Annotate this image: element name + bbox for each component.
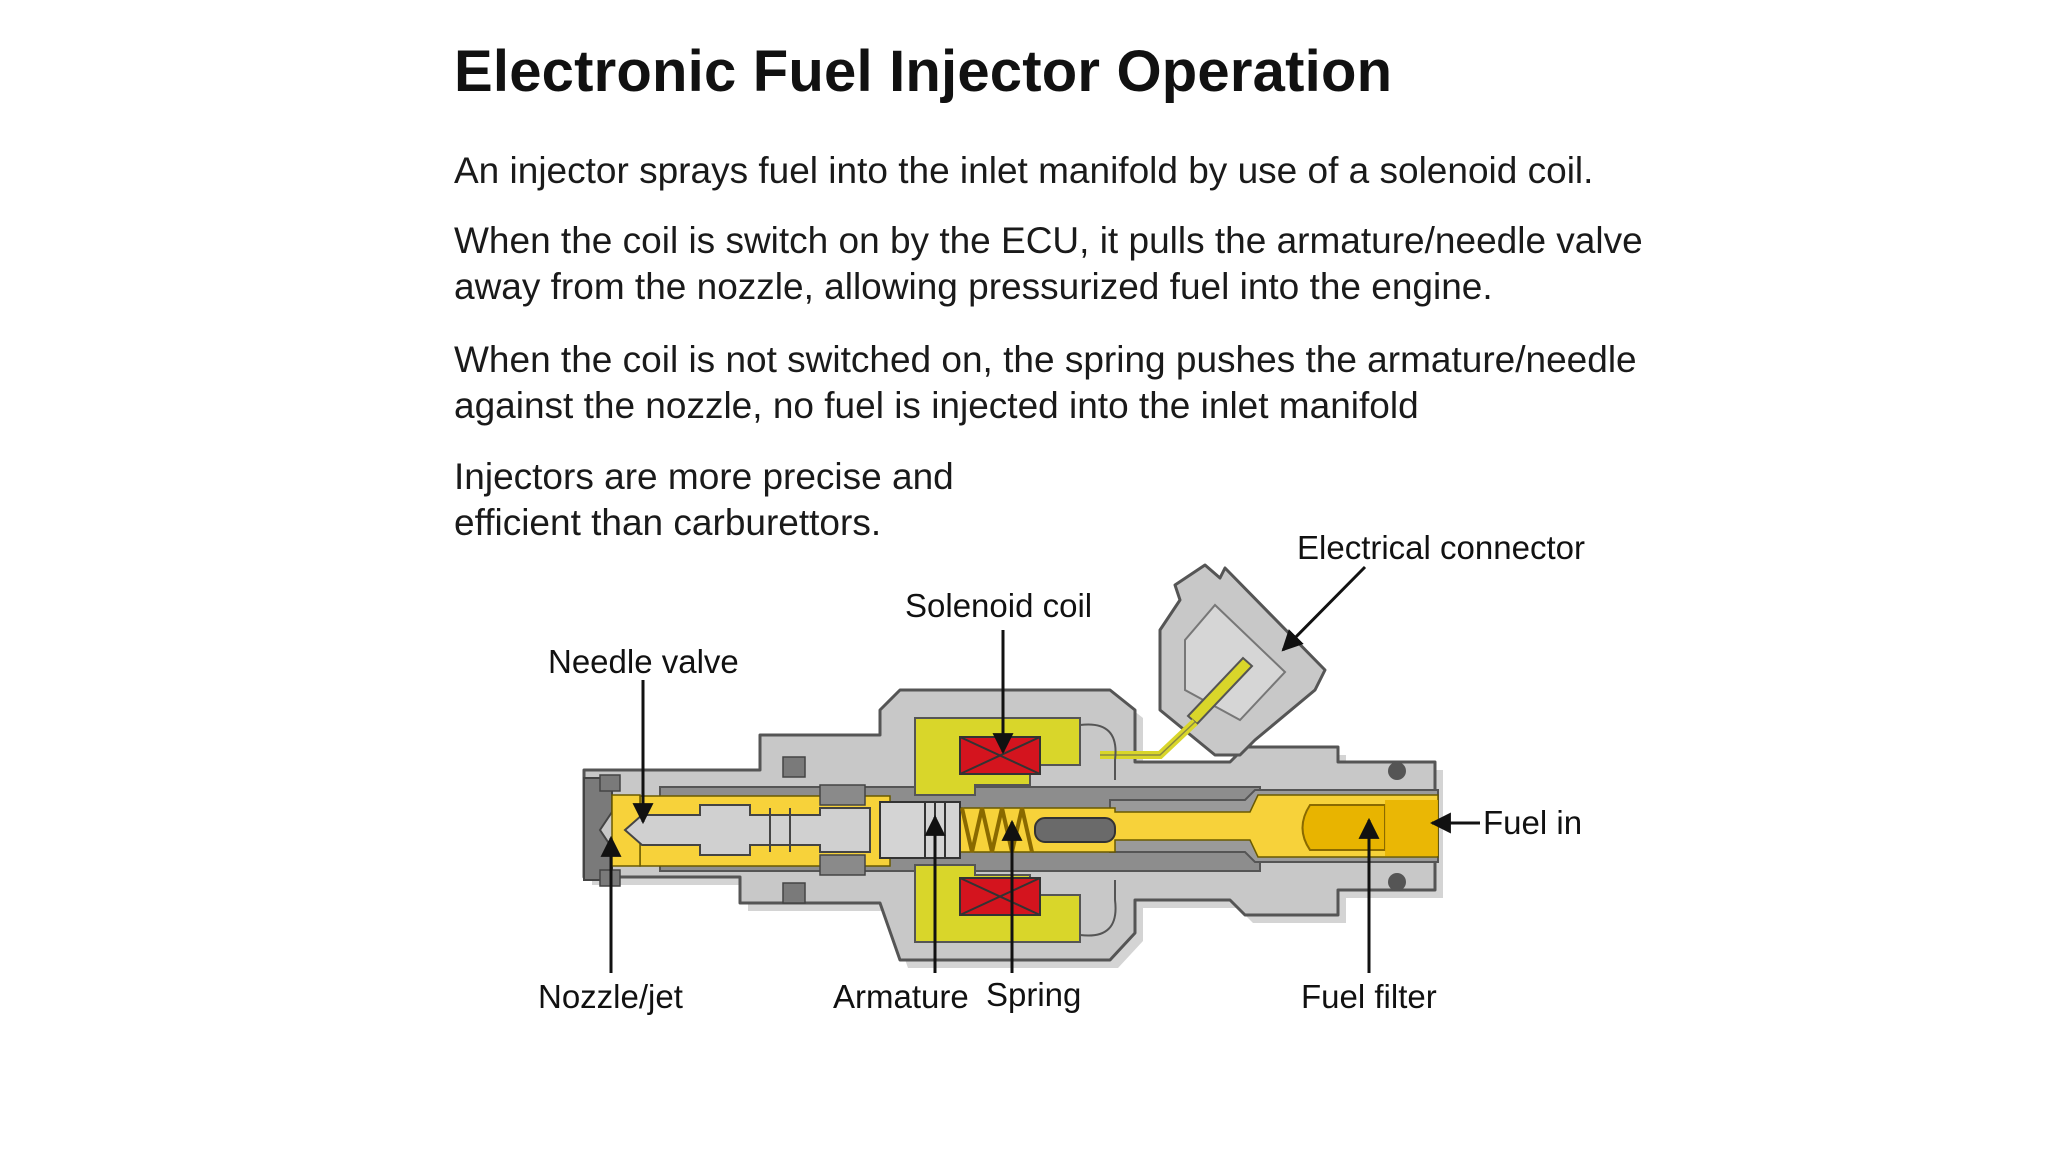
paragraph-precision: Injectors are more precise and efficient… — [454, 454, 954, 546]
leader-electrical-connector — [1281, 565, 1367, 652]
spring-coils — [960, 807, 1034, 853]
label-electrical-connector: Electrical connector — [1297, 529, 1585, 566]
paragraph-line: An injector sprays fuel into the inlet m… — [454, 150, 1594, 191]
o-ring-bottom — [1388, 873, 1406, 891]
paragraph-coil-off: When the coil is not switched on, the sp… — [454, 337, 1637, 429]
leader-lines — [600, 565, 1480, 973]
label-fuel-filter: Fuel filter — [1301, 978, 1437, 1015]
label-spring: Spring — [986, 976, 1081, 1013]
o-ring-top — [1388, 762, 1406, 780]
paragraph-line: When the coil is not switched on, the sp… — [454, 339, 1637, 380]
connector-inner — [1184, 603, 1287, 722]
slide-title: Electronic Fuel Injector Operation — [454, 39, 1393, 104]
needle-valve-shaft — [623, 804, 871, 856]
paragraph-line: efficient than carburettors. — [454, 502, 882, 543]
paragraph-line: away from the nozzle, allowing pressuriz… — [454, 266, 1493, 307]
stop-pin — [1034, 817, 1116, 843]
paragraph-coil-on: When the coil is switch on by the ECU, i… — [454, 218, 1643, 310]
paragraph-line: When the coil is switch on by the ECU, i… — [454, 220, 1643, 261]
label-armature: Armature — [833, 978, 969, 1015]
label-solenoid-coil: Solenoid coil — [905, 587, 1092, 624]
armature-block — [879, 801, 961, 859]
label-nozzle-jet: Nozzle/jet — [538, 978, 683, 1015]
paragraph-line: against the nozzle, no fuel is injected … — [454, 385, 1419, 426]
fuel-filter-element — [1301, 804, 1386, 851]
paragraph-injector-intro: An injector sprays fuel into the inlet m… — [454, 148, 1593, 194]
paragraph-line: Injectors are more precise and — [454, 456, 954, 497]
label-fuel-in: Fuel in — [1483, 804, 1582, 841]
label-needle-valve: Needle valve — [548, 643, 739, 680]
